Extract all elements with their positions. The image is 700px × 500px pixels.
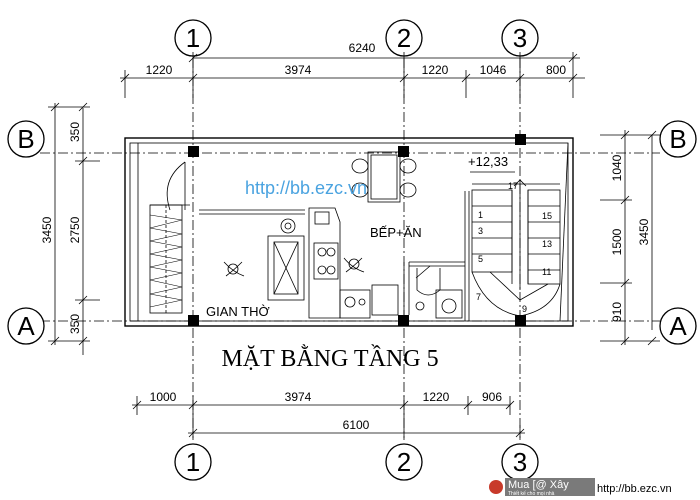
grid-label-col2-top: 2 [397,23,411,53]
person-figures [223,257,365,277]
exterior-walls [124,137,574,327]
grid-label-col1-top: 1 [186,23,200,53]
grid-label-rowB-right: B [669,124,686,154]
wc-fixtures [415,265,463,319]
right-dimension-lines [600,130,660,346]
dim-right-2: 1500 [610,228,624,255]
grid-label-rowA-left: A [17,311,35,341]
stair-step-17: 17 [508,181,518,191]
dim-left-3: 350 [68,314,82,334]
stair-step-11: 11 [542,267,551,277]
dim-bottom-4: 906 [482,390,502,404]
stair-step-1: 1 [478,210,483,220]
grid-label-rowA-right: A [669,311,687,341]
dim-right-1: 1040 [610,154,624,181]
grid-lines [40,58,660,438]
dim-top-total: 6240 [349,41,376,55]
interior-partitions [199,191,470,321]
altar-cabinet [267,218,305,301]
drawing-title: MẶT BẰNG TẦNG 5 [221,345,438,372]
stair-step-13: 13 [542,239,552,249]
dining-table [351,151,417,203]
house-logo-icon [489,480,503,494]
dim-right-outer: 3450 [637,218,651,245]
grid-label-rowB-left: B [17,124,34,154]
stair-step-3: 3 [478,226,483,236]
left-door-and-shelf [149,161,190,314]
stair-step-5: 5 [478,254,483,264]
dim-bottom-total: 6100 [343,418,370,432]
footer-logo: Mua [@ Xây Thiết kế cho mọi nhà http://b… [489,478,672,497]
grid-label-col3-bottom: 3 [513,447,527,477]
dim-top-5: 800 [546,63,566,77]
room-label-kitchen-dining: BẾP+ĂN [370,225,422,240]
dim-top-2: 3974 [285,63,312,77]
dim-top-1: 1220 [146,63,173,77]
dim-left-1: 350 [68,122,82,142]
grid-label-col1-bottom: 1 [186,447,200,477]
grid-label-col3-top: 3 [513,23,527,53]
bottom-dimension-lines [132,396,525,440]
stair-step-numbers: 1 3 5 7 9 11 13 15 17 [476,181,552,314]
dim-top-3: 1220 [422,63,449,77]
dim-bottom-2: 3974 [285,390,312,404]
grid-label-col2-bottom: 2 [397,447,411,477]
watermark-url: http://bb.ezc.vn [245,178,367,198]
dim-left-outer: 3450 [40,216,54,243]
stair-step-7: 7 [476,292,481,302]
dim-top-4: 1046 [480,63,507,77]
kitchen-counter [308,207,399,319]
level-marker: +12,33 [468,154,515,173]
stair-step-9: 9 [522,304,527,314]
dim-right-3: 910 [610,302,624,322]
dim-bottom-1: 1000 [150,390,177,404]
grid-bubbles: 1 2 3 1 2 3 B A B A [7,19,697,481]
room-label-altar-room: GIAN THỜ [206,304,270,319]
top-dimension-lines [120,52,585,98]
staircase [471,179,561,317]
footer-url: http://bb.ezc.vn [597,483,672,495]
stair-step-15: 15 [542,211,552,221]
left-dimension-lines [48,102,100,355]
footer-tagline: Thiết kế cho mọi nhà [508,491,555,497]
structural-columns [188,134,526,326]
dim-left-2: 2750 [68,216,82,243]
level-label: +12,33 [468,154,508,169]
dim-bottom-3: 1220 [423,390,450,404]
footer-brand: Mua [@ Xây [508,479,569,491]
